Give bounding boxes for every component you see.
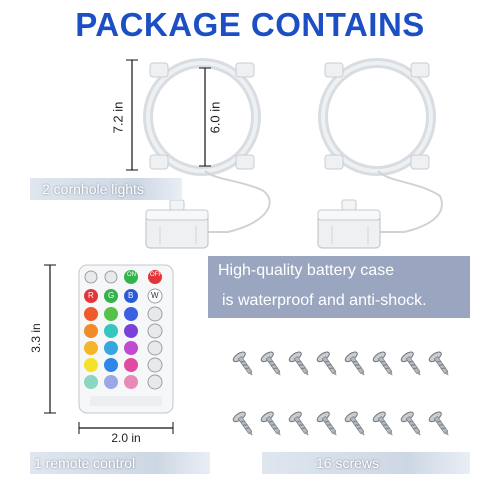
page-title: PACKAGE CONTAINS [75, 6, 425, 43]
remote-caption: 1 remote control [34, 455, 136, 471]
remote-caption-bar [30, 452, 210, 474]
screw-icon [400, 411, 421, 436]
remote-g-label: G [108, 291, 115, 300]
battery-line-2: is waterproof and anti-shock. [222, 292, 427, 309]
remote-w-label: W [151, 291, 159, 300]
screw-icon [288, 411, 309, 436]
screw-icon [232, 351, 253, 376]
outer-diameter-label: 7.2 in [110, 101, 126, 134]
screw-icon [372, 411, 393, 436]
screw-icon [260, 411, 281, 436]
cornhole-light-ring-right [318, 58, 436, 176]
screw-icon [288, 351, 309, 376]
screw-icon [316, 351, 337, 376]
battery-case-left [145, 199, 209, 249]
remote-r-label: R [88, 291, 94, 300]
battery-case-right [317, 199, 381, 249]
screws-caption: 16 screws [316, 455, 380, 471]
remote-height-label: 3.3 in [29, 323, 43, 353]
screw-icon [428, 411, 449, 436]
lights-caption-bar [30, 178, 182, 200]
screw-icon [400, 351, 421, 376]
battery-panel [208, 256, 470, 318]
screw-icon [344, 411, 365, 436]
screw-icon [428, 351, 449, 376]
wire-right [376, 170, 443, 233]
lights-caption: 2 cornhole lights [42, 181, 144, 197]
cornhole-light-ring-left [143, 58, 261, 176]
wire-left [204, 170, 271, 233]
remote-b-label: B [128, 291, 134, 300]
screw-icon [344, 351, 365, 376]
screws-caption-bar [262, 452, 470, 474]
screw-icon [260, 351, 281, 376]
battery-line-1: High-quality battery case [218, 262, 395, 279]
screw-icon [372, 351, 393, 376]
remote-width-label: 2.0 in [111, 431, 141, 445]
screw-icon [316, 411, 337, 436]
remote-off-label: OFF [150, 272, 162, 278]
screws [232, 351, 449, 436]
screw-icon [232, 411, 253, 436]
remote-on-label: ON [127, 272, 136, 278]
remote-control [78, 264, 174, 414]
inner-diameter-label: 6.0 in [207, 101, 223, 134]
